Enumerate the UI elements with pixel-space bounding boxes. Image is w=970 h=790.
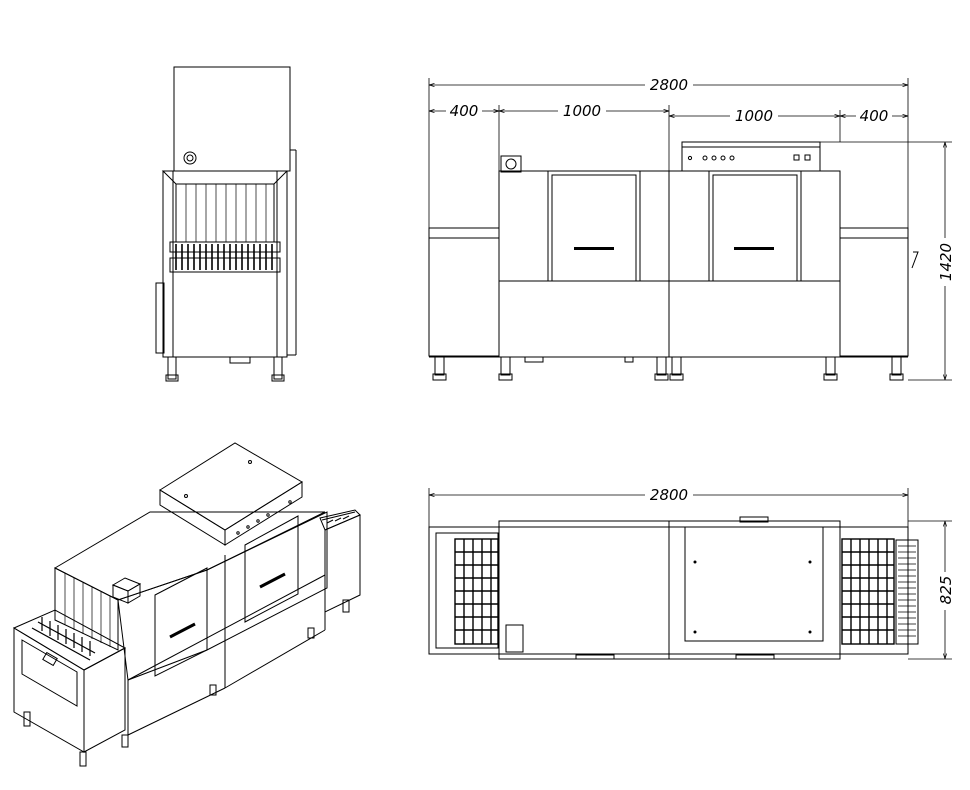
front-section-4: 400 <box>860 107 889 125</box>
front-section-2: 1000 <box>563 102 601 120</box>
front-dimensions: 2800 400 1000 1000 400 1420 <box>428 76 955 381</box>
front-section-3: 1000 <box>735 107 773 125</box>
front-section-1: 400 <box>450 102 479 120</box>
top-rack-right <box>841 538 895 645</box>
isometric-view <box>12 442 361 767</box>
front-height: 1420 <box>937 243 955 281</box>
curtain-strips <box>185 184 267 242</box>
front-overall-length: 2800 <box>650 76 688 94</box>
top-dimensions: 2800 825 <box>428 486 955 660</box>
rack-bars <box>175 244 273 270</box>
top-depth: 825 <box>937 576 955 605</box>
front-view <box>428 141 919 381</box>
top-view <box>428 516 919 660</box>
top-overall-length: 2800 <box>650 486 688 504</box>
side-view <box>155 66 297 382</box>
iso-rack <box>31 617 96 661</box>
top-rack-left <box>454 538 499 645</box>
